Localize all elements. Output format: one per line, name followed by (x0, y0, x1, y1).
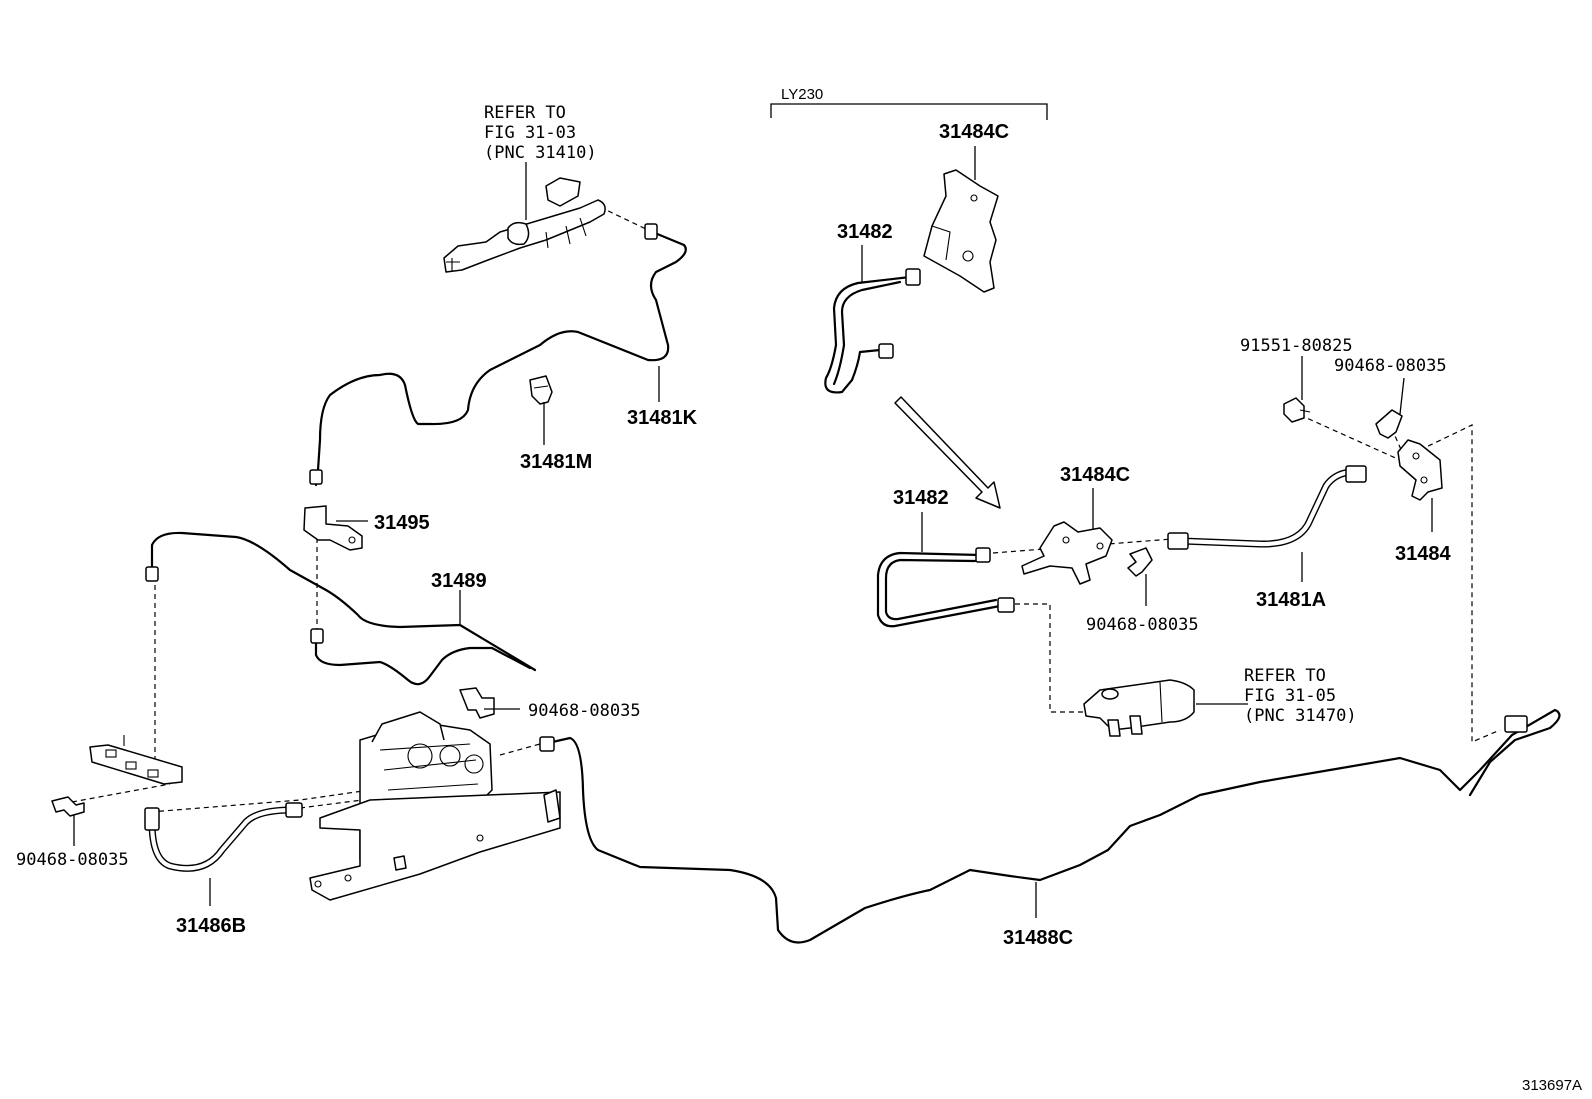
label-31489: 31489 (431, 570, 487, 592)
label-31482-lower: 31482 (893, 487, 949, 509)
label-31495: 31495 (374, 512, 430, 534)
clip-icon[interactable] (459, 687, 495, 719)
fittings (144, 223, 1528, 831)
clutch-tube-31481k[interactable] (314, 229, 687, 487)
label-31484: 31484 (1395, 543, 1451, 565)
clutch-hose-31486b[interactable] (148, 806, 296, 872)
bracket-icon[interactable] (89, 735, 183, 785)
label-31481m: 31481M (520, 451, 592, 473)
refer-release-line2: FIG 31-05 (1244, 686, 1336, 706)
clip-icon[interactable] (1375, 409, 1403, 439)
arrow-icon (894, 396, 1001, 509)
clutch-tube-31482-lower[interactable] (876, 551, 1002, 628)
label-31486b: 31486B (176, 915, 246, 937)
refer-master-line1: REFER TO (484, 103, 566, 123)
clip-icon[interactable] (51, 796, 85, 817)
refer-release-line1: REFER TO (1244, 666, 1326, 686)
refer-master-line3: (PNC 31410) (484, 143, 597, 163)
bracket-icon[interactable] (1397, 439, 1443, 501)
label-31481k: 31481K (627, 407, 698, 429)
refer-release-line3: (PNC 31470) (1244, 706, 1357, 726)
clutch-release-cylinder-icon[interactable] (1083, 679, 1195, 737)
clutch-master-cylinder-icon[interactable] (443, 177, 606, 273)
clutch-hose-31481a[interactable] (1178, 468, 1354, 548)
figure-id: 313697A (1522, 1077, 1582, 1094)
label-31484c-upper: 31484C (939, 121, 1009, 143)
tube-clamp-icon[interactable] (529, 375, 553, 405)
refer-master-line2: FIG 31-03 (484, 123, 576, 143)
clutch-accumulator-icon[interactable] (309, 711, 561, 901)
label-31484c-mid: 31484C (1060, 464, 1130, 486)
label-90468-far: 90468-08035 (1334, 356, 1447, 376)
clutch-tube-31482-upper[interactable] (824, 275, 912, 394)
bracket-icon[interactable] (1021, 521, 1113, 585)
variant-label: LY230 (781, 86, 823, 103)
label-90468-mid: 90468-08035 (528, 701, 641, 721)
label-31482-upper: 31482 (837, 221, 893, 243)
leader-lines (73, 103, 1433, 918)
label-90468-left: 90468-08035 (16, 850, 129, 870)
clip-icon[interactable] (1127, 547, 1153, 577)
bolt-icon[interactable] (1283, 397, 1311, 423)
part-labels: REFER TO FIG 31-03 (PNC 31410) LY230 314… (16, 86, 1582, 1094)
label-90468-right: 90468-08035 (1086, 615, 1199, 635)
clutch-tube-31488c[interactable] (546, 708, 1561, 944)
clutch-tube-31489[interactable] (150, 531, 537, 686)
label-31488c: 31488C (1003, 927, 1073, 949)
label-91551: 91551-80825 (1240, 336, 1353, 356)
label-31481a: 31481A (1256, 589, 1326, 611)
bracket-icon[interactable] (923, 169, 999, 293)
bracket-icon[interactable] (303, 505, 363, 551)
